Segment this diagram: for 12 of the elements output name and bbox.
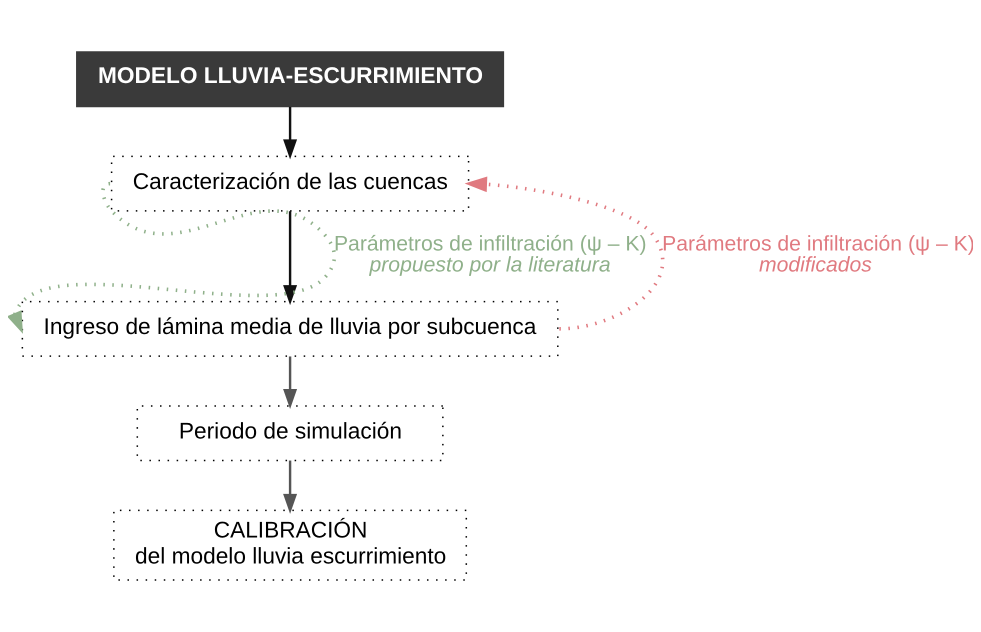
- arrow: [283, 356, 298, 410]
- arrow: [283, 211, 298, 306]
- node-box: MODELO LLUVIA-ESCURRIMIENTO: [76, 51, 504, 108]
- node-box: Ingreso de lámina media de lluvia por subcuenca: [22, 300, 559, 357]
- arrow: [8, 182, 336, 334]
- edge-label: Parámetros de infiltración (ψ – K) propuesto por la literatura: [334, 232, 647, 277]
- arrow: [464, 176, 664, 331]
- node-box: Periodo de simulación: [136, 405, 444, 462]
- arrow: [283, 106, 298, 160]
- arrow: [283, 460, 298, 514]
- node-box: Caracterización de las cuencas: [110, 156, 470, 212]
- node-box: CALIBRACIÓN del modelo lluvia escurrimiento: [113, 510, 468, 581]
